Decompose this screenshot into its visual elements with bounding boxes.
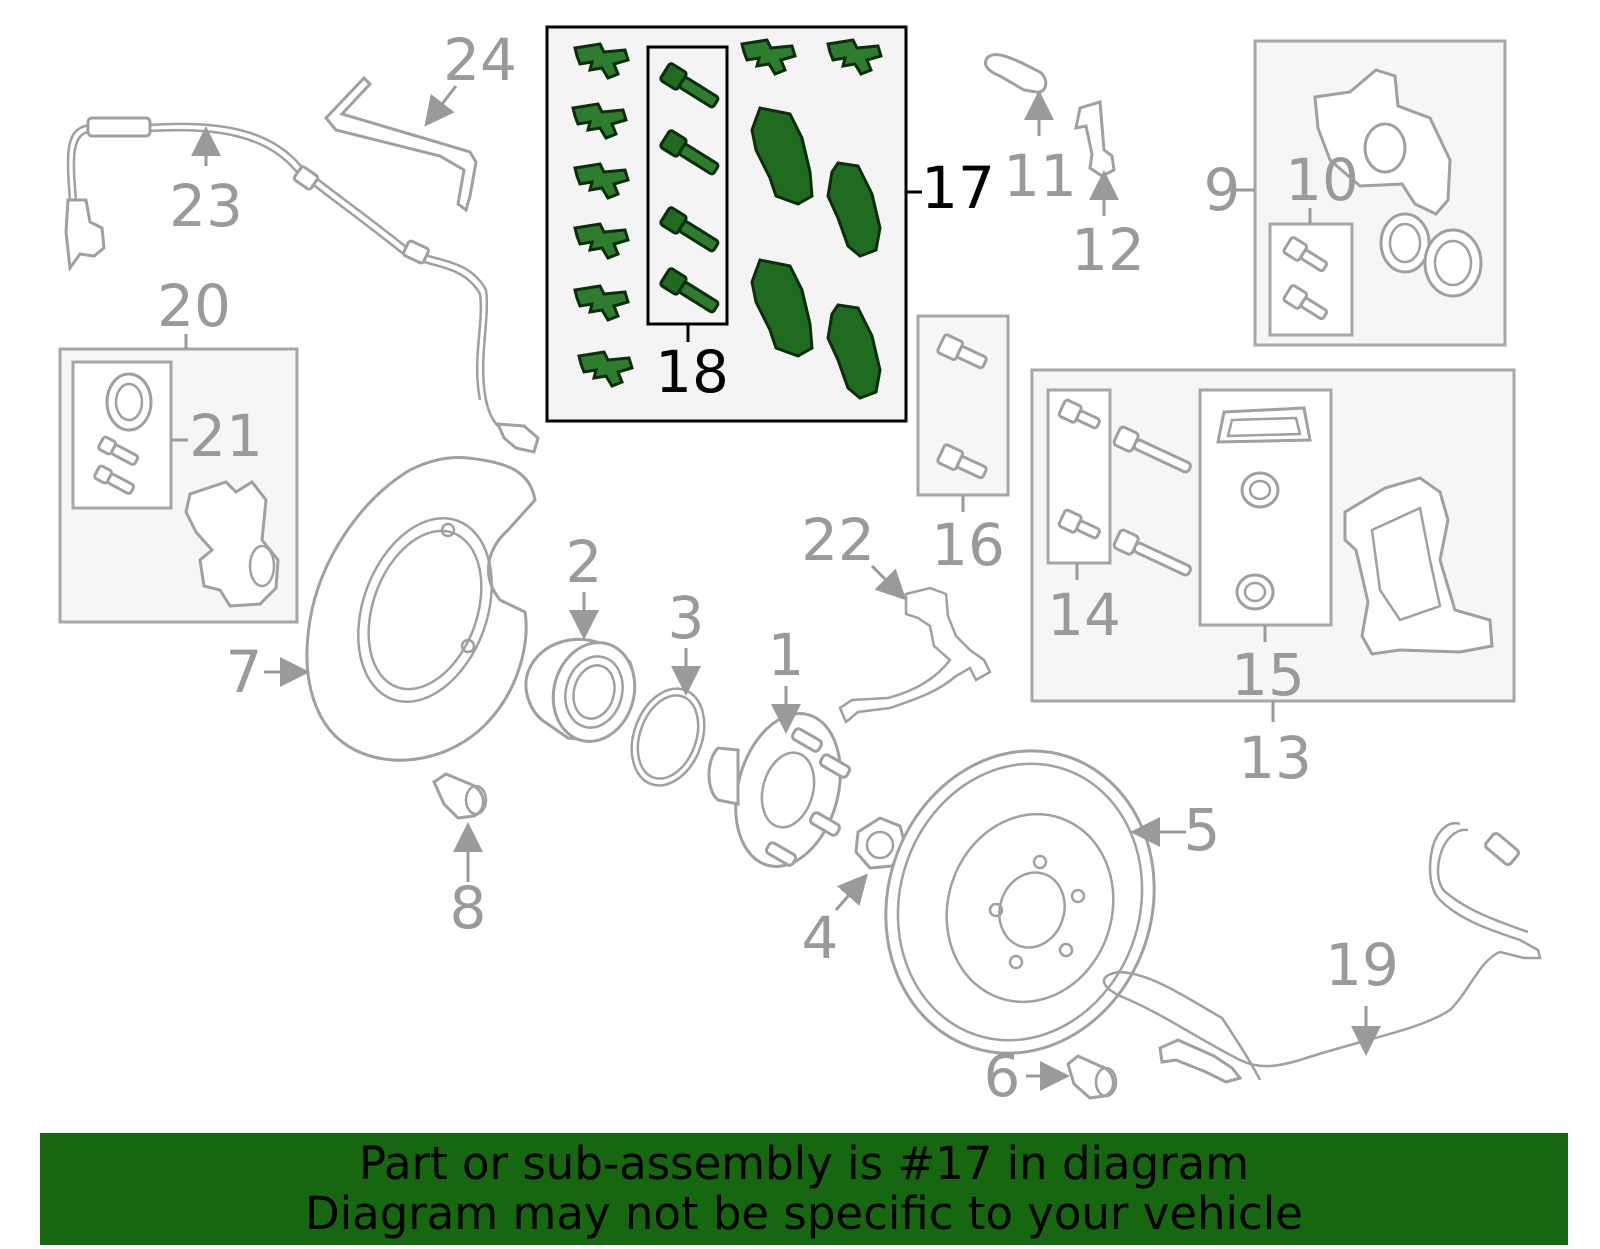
bolt-icon	[659, 62, 720, 314]
caliper-bracket-group-13[interactable]	[1030, 368, 1516, 722]
callout-4[interactable]: 4	[802, 904, 839, 972]
caliper-group-20[interactable]	[58, 334, 299, 624]
bolt-part-6[interactable]	[1066, 1054, 1118, 1100]
dust-shield-part-7[interactable]	[305, 456, 537, 762]
callout-7[interactable]: 7	[226, 638, 263, 706]
plug-part-11[interactable]	[984, 53, 1048, 94]
callout-6[interactable]: 6	[984, 1042, 1021, 1110]
callout-numbers: 1 2 3 4 5 6 7 8 9 10 11 12 13 14 15 16 1…	[157, 26, 1399, 1110]
banner-line-1: Part or sub-assembly is #17 in diagram	[358, 1137, 1250, 1190]
callout-19[interactable]: 19	[1325, 931, 1399, 999]
bracket-part-24[interactable]	[323, 75, 478, 213]
callout-1[interactable]: 1	[768, 621, 805, 689]
callout-15[interactable]: 15	[1231, 641, 1305, 709]
callout-8[interactable]: 8	[450, 874, 487, 942]
pad-clip-icon	[571, 38, 883, 388]
callout-20[interactable]: 20	[157, 272, 231, 340]
info-banner: Part or sub-assembly is #17 in diagram D…	[40, 1133, 1568, 1245]
bolt-part-8[interactable]	[432, 772, 488, 820]
hub-part-1[interactable]	[707, 702, 856, 879]
callout-16[interactable]: 16	[931, 511, 1005, 579]
callout-3[interactable]: 3	[668, 584, 705, 652]
callout-23[interactable]: 23	[169, 172, 243, 240]
callout-22[interactable]: 22	[801, 506, 875, 574]
callout-24[interactable]: 24	[443, 26, 517, 94]
bolt-group-16[interactable]	[916, 314, 1010, 512]
brake-pad-kit-17[interactable]	[545, 25, 922, 423]
sensor-wire-part-23[interactable]	[64, 116, 540, 454]
bearing-part-2[interactable]	[524, 633, 646, 750]
callout-18[interactable]: 18	[655, 338, 729, 406]
callout-5[interactable]: 5	[1184, 796, 1221, 864]
callout-14[interactable]: 14	[1047, 581, 1121, 649]
callout-21[interactable]: 21	[189, 402, 263, 470]
rotor-part-5[interactable]	[847, 716, 1193, 1089]
callout-10[interactable]: 10	[1285, 146, 1359, 214]
abs-sensor-part-22[interactable]	[838, 586, 992, 725]
banner-line-2: Diagram may not be specific to your vehi…	[305, 1187, 1303, 1240]
callout-13[interactable]: 13	[1238, 724, 1312, 792]
callout-9[interactable]: 9	[1204, 156, 1241, 224]
callout-11[interactable]: 11	[1003, 142, 1077, 210]
caliper-group-9[interactable]	[1236, 39, 1507, 347]
brake-pad-icon	[750, 106, 882, 400]
callout-2[interactable]: 2	[566, 528, 603, 596]
sensor-wire-part-19[interactable]	[1102, 821, 1542, 1084]
leader-lines	[191, 85, 1381, 1091]
callout-12[interactable]: 12	[1071, 216, 1145, 284]
callout-17[interactable]: 17	[921, 154, 995, 222]
bleeder-part-12[interactable]	[1074, 100, 1116, 178]
